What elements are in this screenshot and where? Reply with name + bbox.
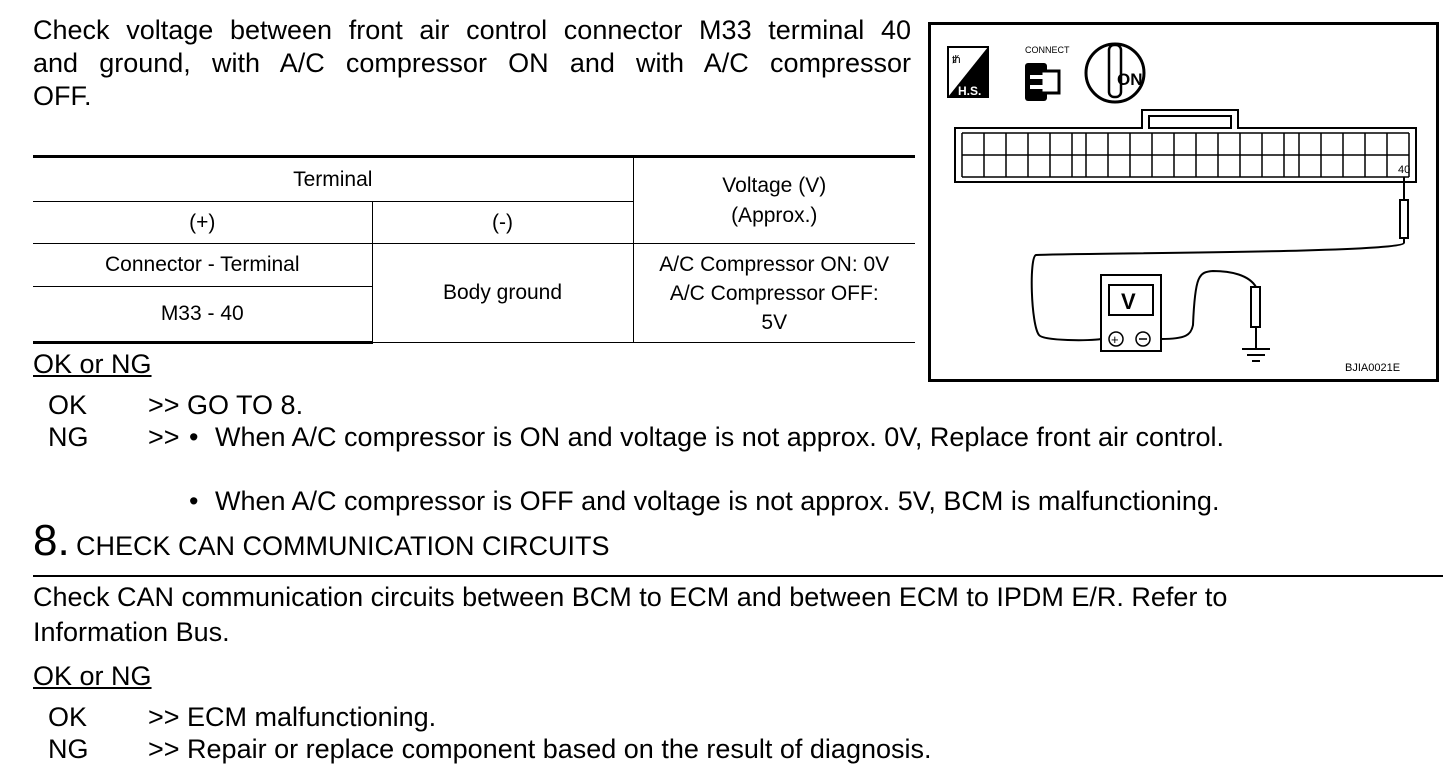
figure-code: BJIA0021E [1345,362,1400,374]
terminal-40-label: 40 [1398,164,1410,176]
ok-action-2: >> ECM malfunctioning. [148,702,437,732]
ok-label-2: OK [48,702,88,732]
voltage-line1: A/C Compressor ON: 0V [659,252,890,276]
intro-paragraph: Check voltage between front air control … [33,14,911,80]
voltmeter-label: V [1121,289,1136,314]
step-title: CHECK CAN COMMUNICATION CIRCUITS [76,531,610,561]
step-body-line1: Check CAN communication circuits between… [33,582,1228,612]
ok-label-1: OK [48,390,88,420]
intro-line-3: OFF. [33,81,92,111]
diagram-svg: ᵺ H.S. CONNECT ON [947,42,1417,374]
cell-voltage-values: A/C Compressor ON: 0V A/C Compressor OFF… [632,243,915,343]
header-voltage-line2: (Approx.) [731,203,818,227]
ng-arrow-1: >> [148,422,180,452]
connector-diagram: ᵺ H.S. CONNECT ON [928,22,1439,382]
step-body-line2: Information Bus. [33,617,230,647]
harness-side-icon: ᵺ H.S. [947,46,989,98]
cell-m33-40: M33 - 40 [33,286,373,344]
intro-line-2: and ground, with A/C compressor ON and w… [33,48,911,78]
voltage-line3: 5V [761,310,788,334]
connector-m33 [954,109,1417,183]
connect-label: CONNECT [1025,45,1070,55]
ng-label-1: NG [48,422,89,452]
header-voltage-line1: Voltage (V) [722,173,827,197]
header-voltage: Voltage (V) (Approx.) [632,155,915,244]
ignition-on-icon: ON [1084,42,1146,104]
svg-text:ᵺ: ᵺ [952,54,961,66]
terminal-voltage-table: Terminal Voltage (V) (Approx.) (+) (-) C… [33,155,915,344]
ok-action-1: >> GO TO 8. [148,390,304,420]
probe-positive [1030,177,1409,342]
bullet-2: • [189,486,199,516]
ok-ng-heading-1: OK or NG [33,349,152,379]
ng-bullet-text-2: When A/C compressor is OFF and voltage i… [215,486,1220,516]
ng-label-2: NG [48,734,89,764]
bullet-1: • [189,422,199,452]
cell-connector-terminal: Connector - Terminal [33,243,373,287]
probe-negative [1160,269,1261,349]
ground-icon [1242,348,1270,362]
voltage-line2: A/C Compressor OFF: [669,281,879,305]
step-body: Check CAN communication circuits between… [33,580,1227,650]
intro-line-1: Check voltage between front air control … [33,15,911,45]
header-plus: (+) [33,201,373,244]
svg-text:+: + [1111,332,1119,347]
header-minus: (-) [371,201,634,244]
step-divider [33,575,1443,577]
cell-body-ground: Body ground [371,243,634,343]
ng-bullet-text-1: When A/C compressor is ON and voltage is… [215,422,1224,452]
ng-action-2: >> Repair or replace component based on … [148,734,932,764]
voltmeter: V + [1100,274,1162,352]
ignition-label: ON [1117,70,1143,89]
ok-ng-heading-2: OK or NG [33,661,152,691]
header-terminal: Terminal [33,155,634,202]
step-number: 8. [33,516,70,565]
connect-icon: CONNECT [1025,45,1070,101]
hs-label: H.S. [958,84,981,98]
